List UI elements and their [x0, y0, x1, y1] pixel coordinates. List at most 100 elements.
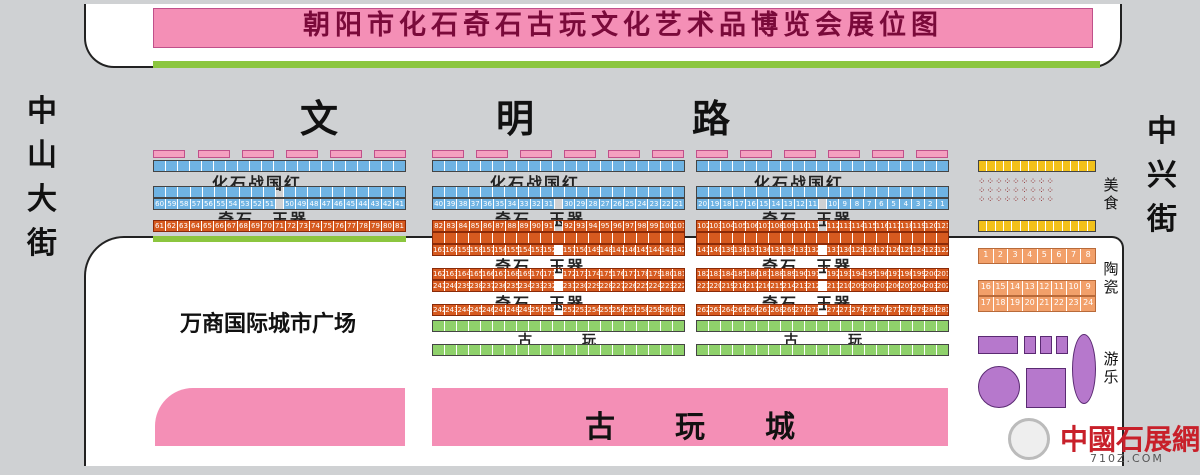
- booth-row-fossil-west-1: [153, 160, 406, 172]
- booth-cell: 251: [542, 305, 556, 315]
- booth-cell: 99: [648, 221, 661, 231]
- booth-cell: 272: [826, 305, 840, 315]
- booth-cell: [865, 161, 877, 171]
- booth-cell: 23: [648, 199, 661, 209]
- pink-bar: [564, 150, 596, 158]
- booth-cell: 160: [445, 245, 458, 255]
- green-line-west: [153, 236, 406, 242]
- booth-cell: [913, 187, 925, 197]
- booth-cell: 8: [1081, 249, 1095, 263]
- booth-cell: 166: [481, 269, 495, 279]
- booth-cell: [805, 321, 817, 331]
- booth-cell: [805, 161, 817, 171]
- booth-cell: 270: [794, 305, 807, 315]
- booth-cell: 76: [334, 221, 346, 231]
- booth-cell: [721, 345, 733, 355]
- booth-cell: 5: [888, 199, 901, 209]
- booth-cell: [613, 161, 625, 171]
- booth-cell: [541, 345, 553, 355]
- booth-cell: [793, 321, 805, 331]
- booth-cell: 45: [345, 199, 358, 209]
- booth-cell: [613, 187, 625, 197]
- booth-cell: 6: [1052, 249, 1067, 263]
- booth-row-antique-center-2: [432, 344, 685, 356]
- booth-cell: 81: [394, 221, 405, 231]
- booth-cell: [1012, 161, 1021, 171]
- watermark-logo: [1008, 418, 1050, 460]
- pink-bar: [242, 150, 274, 158]
- booth-cell: 221: [697, 281, 710, 291]
- booth-cell: 60: [154, 199, 167, 209]
- food-seating: ⁘⁘⁘⁘⁘⁘⁘⁘⁘ ⁘⁘⁘⁘⁘⁘⁘⁘⁘ ⁘⁘⁘⁘⁘⁘⁘⁘⁘: [978, 178, 1096, 216]
- booth-cell: 72: [286, 221, 298, 231]
- booth-cell: 188: [770, 269, 783, 279]
- booth-cell: [601, 345, 613, 355]
- booth-cell: [819, 281, 827, 291]
- booth-cell: [745, 345, 757, 355]
- amusement-circle: [978, 366, 1020, 408]
- booth-cell: [555, 281, 563, 291]
- booth-cell: [829, 345, 841, 355]
- booth-cell: 22: [660, 199, 673, 209]
- booth-cell: [709, 161, 721, 171]
- booth-cell: [1079, 161, 1088, 171]
- booth-cell: 39: [445, 199, 458, 209]
- booth-cell: [394, 161, 405, 171]
- booth-cell: [517, 321, 529, 331]
- booth-cell: [555, 305, 563, 315]
- booth-cell: [661, 345, 673, 355]
- booth-cell: [757, 345, 769, 355]
- booth-cell: [517, 345, 529, 355]
- booth-cell: [649, 161, 661, 171]
- booth-cell: 198: [900, 269, 913, 279]
- booth-cell: 35: [494, 199, 507, 209]
- booth-cell: [819, 199, 827, 209]
- booth-cell: [276, 187, 284, 197]
- booth-cell: 194: [851, 269, 864, 279]
- booth-cell: 52: [251, 199, 264, 209]
- booth-cell: [541, 161, 553, 171]
- booth-cell: 274: [851, 305, 864, 315]
- booth-cell: 6: [875, 199, 889, 209]
- booth-cell: [433, 161, 445, 171]
- booth-cell: 29: [575, 199, 588, 209]
- booth-cell: [721, 161, 733, 171]
- booth-cell: 224: [648, 281, 661, 291]
- booth-cell: 147: [611, 245, 625, 255]
- booth-cell: 200: [924, 269, 937, 279]
- booth-cell: [613, 321, 625, 331]
- booth-cell: [613, 345, 625, 355]
- booth-cell: [565, 161, 577, 171]
- booth-cell: 91: [542, 221, 556, 231]
- booth-cell: 268: [770, 305, 783, 315]
- booth-cell: 12: [794, 199, 807, 209]
- booth-row-fossil-east-1: [696, 160, 949, 172]
- booth-cell: [805, 233, 817, 243]
- booth-cell: [913, 345, 925, 355]
- booth-cell: 112: [826, 221, 840, 231]
- pink-bar: [374, 150, 406, 158]
- booth-cell: 4: [1022, 249, 1038, 263]
- booth-cell: [1004, 161, 1013, 171]
- booth-cell: [709, 233, 721, 243]
- booth-cell: [721, 233, 733, 243]
- amusement-block: [1040, 336, 1052, 354]
- booth-cell: [793, 187, 805, 197]
- booth-cell: 120: [924, 221, 937, 231]
- booth-cell: [190, 161, 202, 171]
- booth-cell: [781, 345, 793, 355]
- booth-cell: 9: [1081, 281, 1095, 295]
- booth-cell: [493, 161, 505, 171]
- booth-cell: [601, 161, 613, 171]
- booth-cell: [202, 161, 214, 171]
- booth-cell: [505, 345, 517, 355]
- booth-cell: [733, 161, 745, 171]
- booth-cell: [555, 245, 563, 255]
- booth-cell: 62: [166, 221, 178, 231]
- booth-cell: 57: [190, 199, 203, 209]
